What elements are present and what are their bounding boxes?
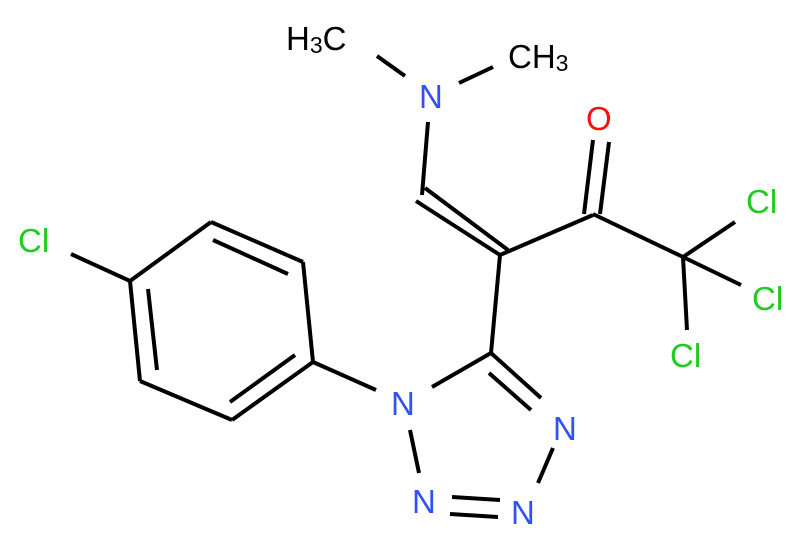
bond-ccl3-cl2 xyxy=(682,255,742,287)
bond-ar4-n1 xyxy=(312,360,377,392)
atom-label-cl-bottom: Cl xyxy=(670,337,701,374)
bond-ar5-ar6 xyxy=(139,379,233,422)
bond-c5-n4-inner xyxy=(487,371,533,412)
atom-label-tetrazole-n1: N xyxy=(391,385,415,422)
bond-c-o xyxy=(582,139,595,215)
bond-ccl3-cl1 xyxy=(681,220,737,259)
bond-n-me2 xyxy=(458,65,494,85)
bond-n3-n2-inner xyxy=(449,512,499,519)
atom-label-cl-mid: Cl xyxy=(752,280,783,317)
methyl-left-c: C xyxy=(323,20,347,57)
atom-label-methyl-left: H3C xyxy=(286,20,346,58)
atom-label-tetrazole-n2: N xyxy=(412,483,436,520)
atom-labels: Cl H3C CH3 N O Cl Cl Cl N N N N xyxy=(18,20,783,531)
methyl-right-ch: CH xyxy=(508,38,556,75)
bond-cvinyl-ch-inner xyxy=(423,186,510,252)
bond-cl-aryl xyxy=(70,252,131,283)
bond-n1-c5 xyxy=(431,351,492,389)
bond-carbonyl-ccl3 xyxy=(592,212,684,259)
atom-label-amine-n: N xyxy=(419,78,443,115)
bond-ccl3-cl3 xyxy=(681,256,689,331)
bond-ar3-ar4 xyxy=(301,261,315,363)
bond-ar4-ar5 xyxy=(230,360,315,422)
atom-label-tetrazole-n3: N xyxy=(511,494,535,531)
bond-ar6-ar1 xyxy=(128,280,142,382)
bond-ar2-ar3 xyxy=(210,220,304,264)
methyl-left-subscript: 3 xyxy=(310,32,323,58)
atom-label-tetrazole-n4: N xyxy=(553,410,577,447)
bond-ar4-ar5-inner xyxy=(228,353,297,404)
atom-label-cl-aryl: Cl xyxy=(18,222,49,259)
atom-label-methyl-right: CH3 xyxy=(508,38,568,76)
bond-n2-n1 xyxy=(408,429,421,474)
atom-label-oxygen: O xyxy=(586,100,612,137)
bond-c5-cvinyl xyxy=(489,254,502,354)
bond-n-me1 xyxy=(375,54,407,78)
methyl-right-subscript: 3 xyxy=(556,50,569,76)
bond-ch-n xyxy=(420,121,430,196)
methyl-left-h: H xyxy=(286,20,310,57)
bond-n3-n2 xyxy=(451,495,501,502)
bond-n4-n3 xyxy=(536,447,555,484)
bond-c-o-inner xyxy=(598,141,611,215)
bond-c5-n4 xyxy=(489,351,543,400)
bond-cvinyl-ch xyxy=(414,199,502,257)
bond-ar1-ar2 xyxy=(128,220,213,283)
atom-label-cl-top: Cl xyxy=(746,183,777,220)
bond-cvinyl-carbonyl xyxy=(499,213,594,257)
bonds xyxy=(70,54,742,519)
bond-ar6-ar1-inner xyxy=(146,288,159,371)
bond-ar2-ar3-inner xyxy=(212,238,289,276)
